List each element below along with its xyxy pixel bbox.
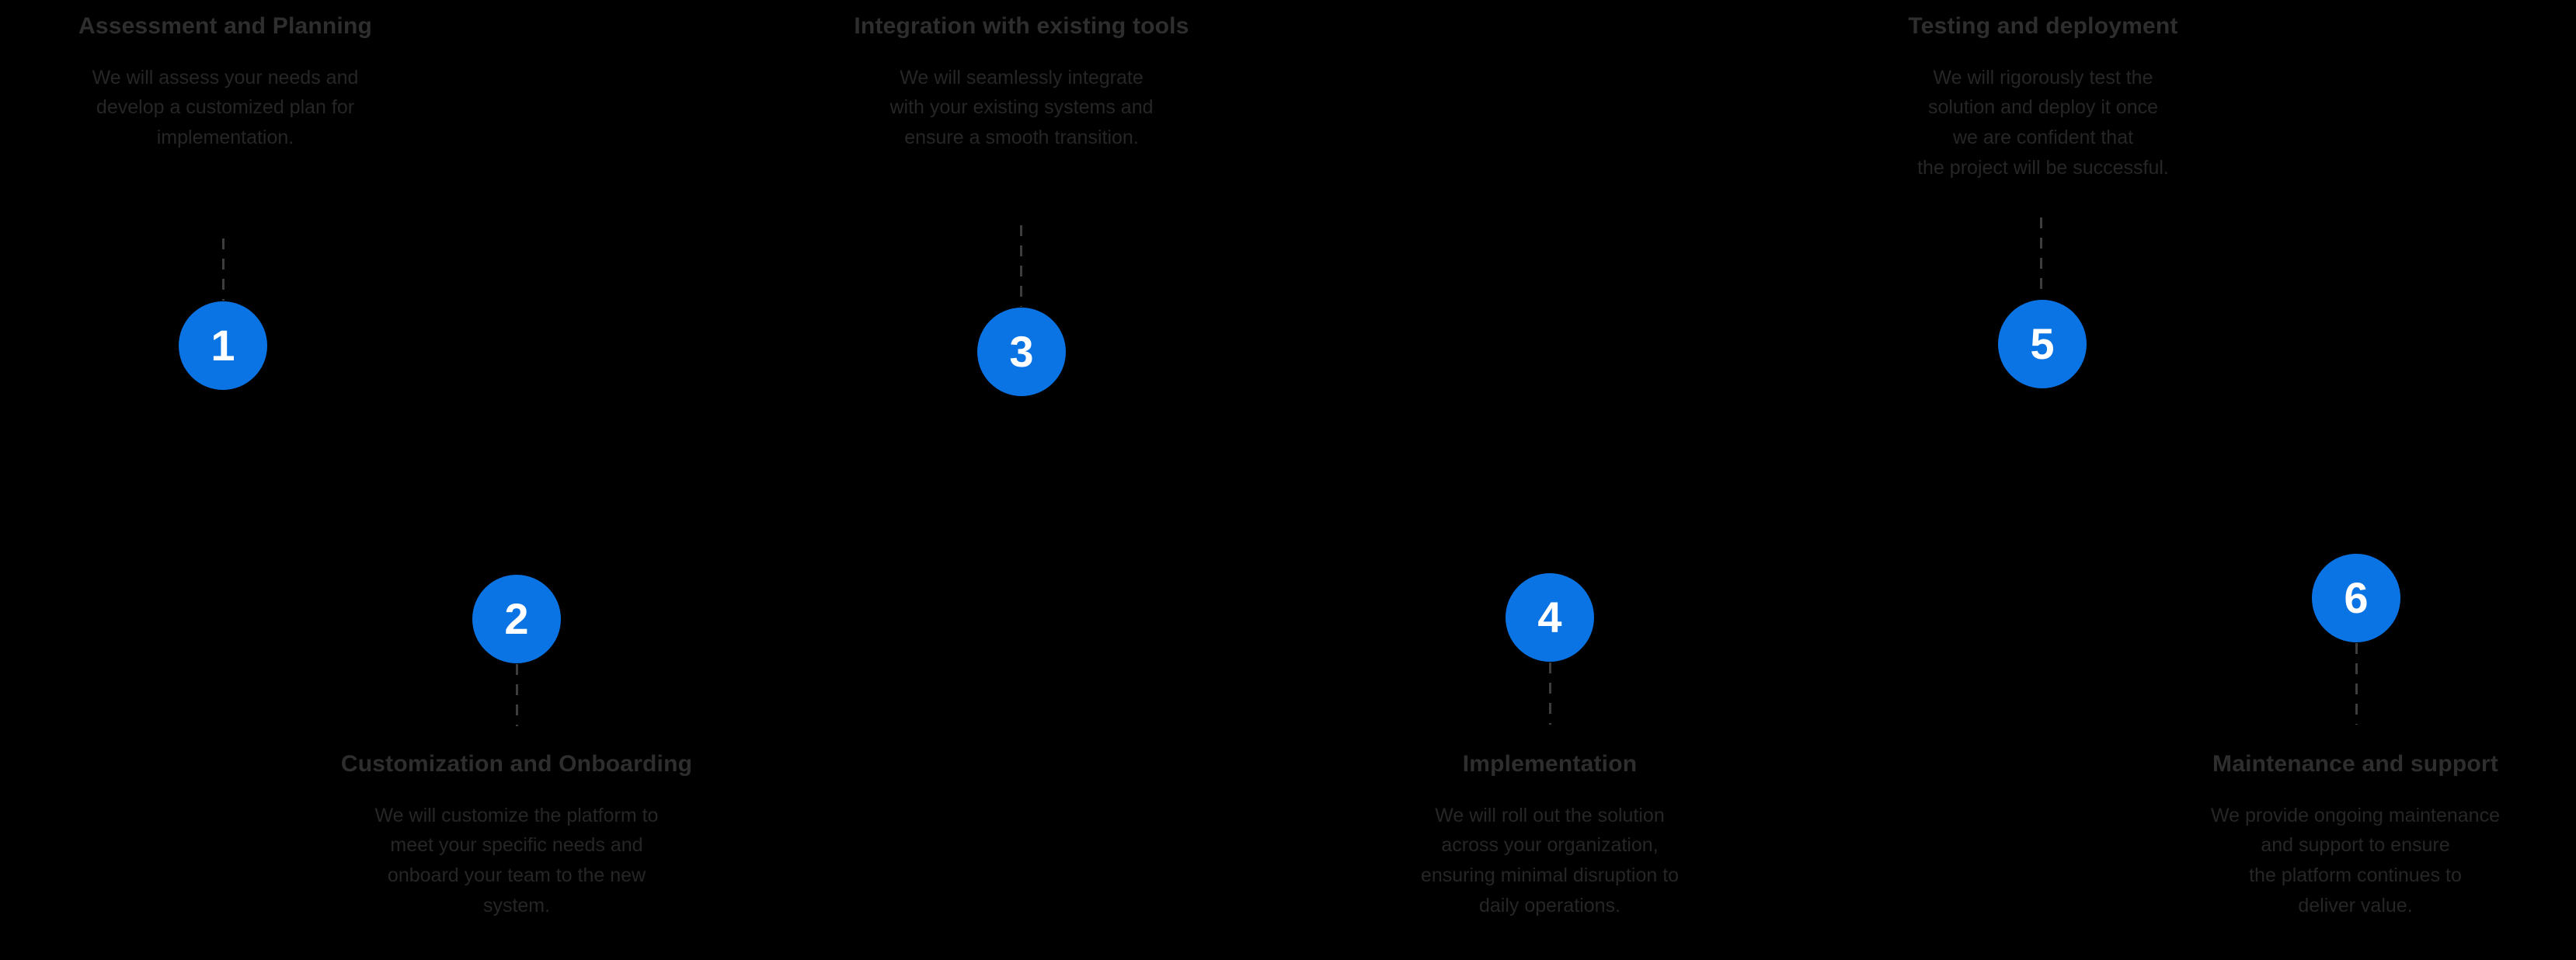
step-number-3: 3: [1009, 327, 1034, 376]
step-node-4[interactable]: 4: [1506, 573, 1594, 662]
step-column-1: Assessment and Planning We will assess y…: [0, 12, 474, 153]
step-title-5: Testing and deployment: [1908, 13, 2178, 39]
step-title-1: Assessment and Planning: [78, 13, 373, 39]
step-number-4: 4: [1537, 593, 1562, 642]
connector-line-4: [1549, 663, 1551, 725]
step-column-4: Implementation We will roll out the solu…: [1301, 750, 1798, 921]
connector-line-3: [1020, 225, 1022, 307]
connector-line-2: [516, 664, 518, 726]
step-node-5[interactable]: 5: [1998, 300, 2087, 388]
step-number-5: 5: [2030, 319, 2055, 368]
step-description-3: We will seamlessly integrate with your e…: [889, 66, 1154, 149]
step-node-1[interactable]: 1: [179, 301, 267, 390]
step-column-2: Customization and Onboarding We will cus…: [268, 750, 765, 921]
step-description-6: We provide ongoing maintenance and suppo…: [2210, 804, 2500, 917]
step-title-6: Maintenance and support: [2212, 751, 2498, 777]
step-column-3: Integration with existing tools We will …: [773, 12, 1270, 153]
step-node-6[interactable]: 6: [2312, 554, 2400, 642]
step-description-5: We will rigorously test the solution and…: [1917, 66, 2169, 179]
step-description-1: We will assess your needs and develop a …: [92, 66, 359, 149]
connector-line-1: [222, 238, 225, 301]
step-node-3[interactable]: 3: [977, 308, 1066, 396]
connector-line-6: [2355, 643, 2358, 725]
step-title-3: Integration with existing tools: [854, 13, 1189, 39]
step-number-6: 6: [2344, 573, 2369, 622]
step-number-2: 2: [504, 594, 529, 643]
step-node-2[interactable]: 2: [472, 575, 561, 663]
step-title-2: Customization and Onboarding: [340, 751, 693, 777]
step-column-6: Maintenance and support We provide ongoi…: [2107, 750, 2576, 921]
step-number-1: 1: [211, 321, 235, 370]
step-description-2: We will customize the platform to meet y…: [374, 804, 659, 917]
step-column-5: Testing and deployment We will rigorousl…: [1794, 12, 2292, 183]
step-title-4: Implementation: [1462, 751, 1638, 777]
step-description-4: We will roll out the solution across you…: [1420, 804, 1680, 917]
connector-line-5: [2040, 217, 2042, 295]
